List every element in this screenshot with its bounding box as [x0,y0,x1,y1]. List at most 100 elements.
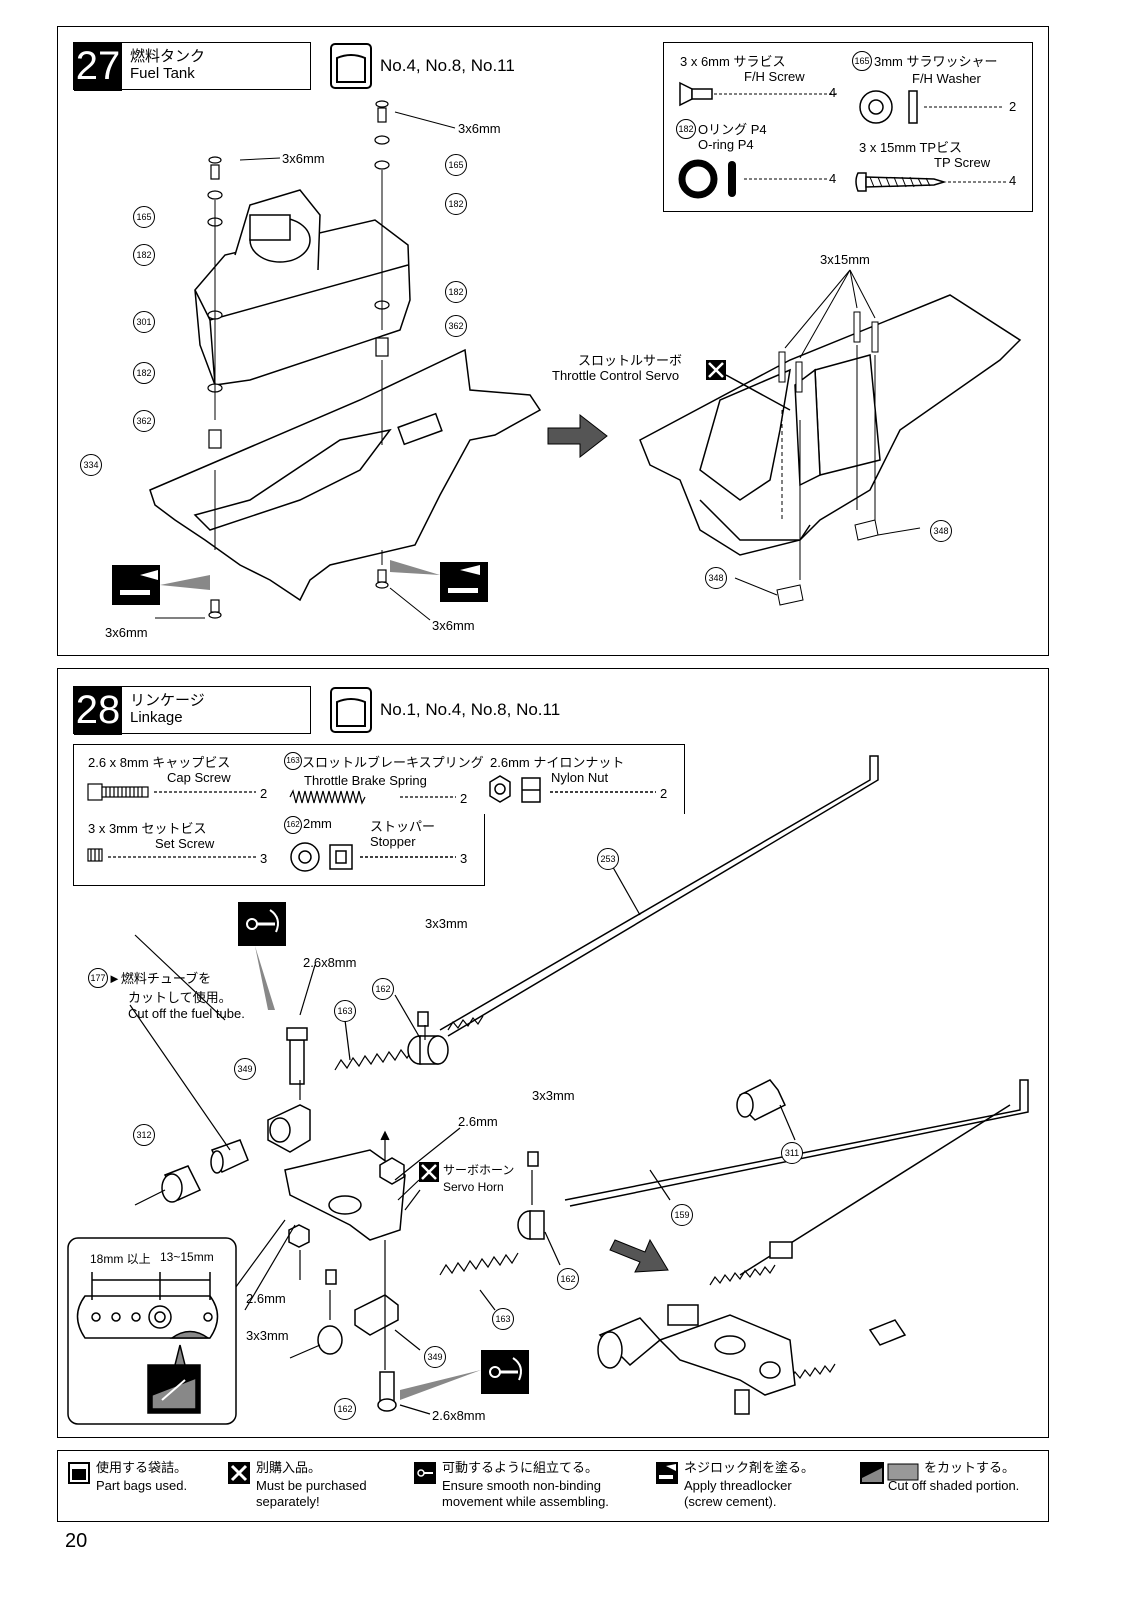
throttle-rods [439,755,1029,1276]
fuel-tube-en: Cut off the fuel tube. [128,1006,245,1021]
dim-18mm: 18mm 以上 [90,1252,151,1266]
step-28-title: 28 リンケージ Linkage [73,686,311,735]
legend-bag-jp: 使用する袋詰。 [96,1460,188,1475]
legend-cut: をカットする。 Cut off shaded portion. [860,1460,1045,1516]
nut-en: Nylon Nut [551,770,609,785]
step-number: 28 [74,687,122,735]
cap-screw-icon [87,783,256,801]
assembly-lines-left [155,111,456,621]
legend-smooth-en: Ensure smooth non-binding movement while… [442,1478,609,1509]
screw-en: F/H Screw [744,69,805,84]
label-set-c: 3x3mm [246,1328,289,1343]
label-3x15: 3x15mm [820,252,870,267]
legend-panel [57,1450,1049,1522]
callout-349-a: 349 [234,1058,256,1080]
threadlock-icon [112,560,488,605]
step-27-bags: No.4, No.8, No.11 [380,56,515,75]
callout-162-b: 162 [557,1268,579,1290]
chassis-plate [149,348,542,602]
assembly-right [639,294,1022,556]
tp-en: TP Screw [934,155,991,170]
set-qty: 3 [260,851,268,866]
screw-jp: 3 x 6mm サラビス [680,54,786,69]
motion-arrows [129,861,796,1415]
dim-13-15mm: 13~15mm [160,1250,214,1264]
step-27-panel [57,26,1049,656]
spring-qty: 2 [460,791,468,806]
step-27-parts-box: 3 x 6mm サラビス F/H Screw 4 165 3mm サラワッシャー… [663,42,1033,212]
callout-182-d: 182 [445,281,467,303]
callout-182-c: 182 [445,193,467,215]
step-28-bags: No.1, No.4, No.8, No.11 [380,700,561,719]
stopper-qty: 3 [460,851,468,866]
legend-purchase: 別購入品。 Must be purchased separately! [228,1460,398,1516]
callout-349-b: 349 [424,1346,446,1368]
page-number: 20 [65,1530,88,1552]
cap-jp: 2.6 x 8mm キャップビス [88,755,231,770]
label-cap-b: 2.6x8mm [432,1408,486,1423]
servo-jp: スロットルサーボ [578,353,683,368]
oring-icon [678,159,828,199]
x-icon [228,1462,250,1484]
smooth-movement-icon [414,1462,436,1484]
stopper-callout: 162 [284,816,302,834]
servo-horn-jp: サーボホーン [443,1163,515,1177]
oring-qty: 4 [829,171,837,186]
spring-icon [289,789,456,805]
callout-162-a: 162 [372,978,394,1000]
washer-qty: 2 [1009,99,1017,114]
callout-182-a: 182 [133,244,155,266]
bag-icon [68,1462,90,1484]
label-3x6-b: 3x6mm [458,121,501,136]
callout-177: 177 [88,968,108,988]
title-jp: リンケージ [130,691,205,709]
flat-head-screw-icon [679,81,838,107]
step-27-title: 27 燃料タンク Fuel Tank [73,42,311,91]
callout-311: 311 [781,1142,803,1164]
screw-qty: 4 [829,85,837,100]
tp-jp: 3 x 15mm TPビス [859,140,963,155]
label-3x6-d: 3x6mm [432,618,475,633]
nut-jp: 2.6mm ナイロンナット [490,755,625,770]
horn-cut-inset [67,1237,237,1425]
callout-301: 301 [133,311,155,333]
label-set-b: 3x3mm [532,1088,575,1103]
hardware-left [207,100,390,619]
title-en: Fuel Tank [130,65,195,82]
assembled-linkage [597,1241,907,1415]
stopper-size: 2mm [303,816,332,831]
title-en: Linkage [130,709,183,726]
threadlock-icon [656,1462,678,1484]
callout-182-b: 182 [133,362,155,384]
legend-purchase-jp: 別購入品。 [256,1460,322,1475]
set-en: Set Screw [155,836,215,851]
servo-en: Throttle Control Servo [552,368,680,383]
washer-en: F/H Washer [912,71,981,86]
oring-jp: Oリング P4 [698,122,767,137]
linkage-hardware [161,1011,786,1412]
step-28-parts-box-lower [73,812,485,886]
callout-334: 334 [80,454,102,476]
label-nut-b: 2.6mm [246,1291,286,1306]
washer-callout: 165 [852,51,872,71]
bag-icon [330,687,372,733]
washer-jp: 3mm サラワッシャー [874,54,998,69]
cut-icon [860,1462,919,1484]
springs [334,1015,836,1381]
fuel-tube-jp1: ►燃料チューブを [108,971,212,986]
tp-qty: 4 [1009,173,1017,188]
legend-cut-jp: をカットする。 [924,1460,1016,1475]
fuel-tube-jp2: カットして使用。 [128,990,232,1005]
step-28-parts-box [73,744,685,814]
tp-screw-icon [855,172,1006,192]
legend-threadlock-en: Apply threadlocker (screw cement). [684,1478,792,1509]
callout-165-b: 165 [445,154,467,176]
legend-smooth: 可動するように組立てる。 Ensure smooth non-binding m… [414,1460,654,1516]
stopper-en: Stopper [370,834,416,849]
legend-smooth-jp: 可動するように組立てる。 [442,1460,599,1475]
callout-253: 253 [597,848,619,870]
fuel-tank [194,189,411,386]
label-set-a: 3x3mm [425,916,468,931]
